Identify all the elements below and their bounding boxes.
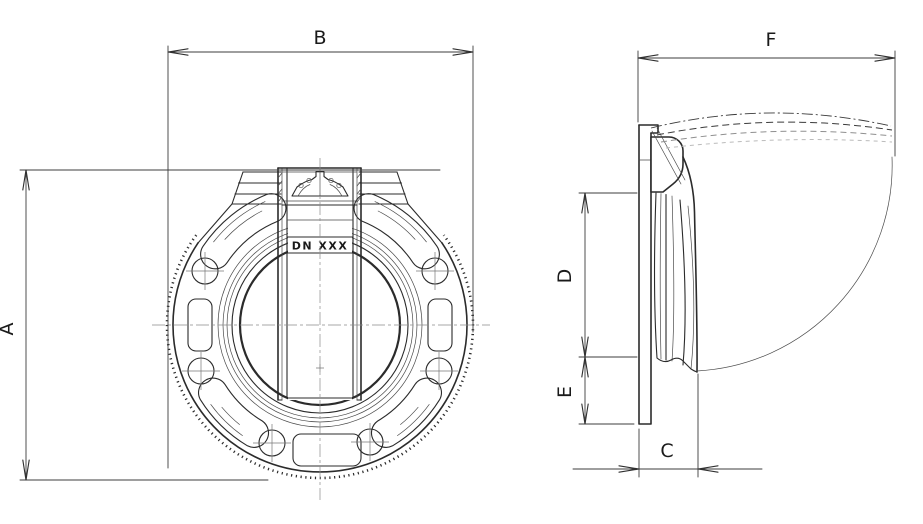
- arrowhead-right: [874, 54, 896, 62]
- pad-bottom: [292, 433, 362, 467]
- dimension-e: E: [554, 356, 635, 425]
- flap-open-position: [650, 112, 893, 149]
- arrowhead-up: [22, 169, 30, 191]
- flap-bottom-edge: [656, 357, 698, 373]
- dimension-f: F: [637, 29, 896, 157]
- crescent-pocket-top-right: [353, 193, 440, 270]
- bolt-holes: [182, 252, 458, 462]
- side-view: F D E C: [554, 29, 896, 478]
- arrowhead-up: [581, 356, 589, 378]
- bolt-hole: [351, 423, 389, 461]
- front-view: DN XXX A B: [0, 27, 490, 500]
- band-edge-hatch-left: [277, 172, 283, 203]
- arrowhead-left: [637, 54, 659, 62]
- dim-label-d: D: [554, 269, 576, 284]
- arrowhead-left: [697, 465, 719, 473]
- dimension-c: C: [572, 373, 763, 478]
- crescent-pocket-bottom-right: [371, 377, 442, 448]
- dn-marking-text: DN XXX: [292, 240, 349, 253]
- bolt-hole: [420, 352, 458, 390]
- dim-label-e: E: [554, 386, 576, 398]
- bolt-hole: [416, 252, 454, 290]
- top-shoulder-left: [197, 171, 282, 244]
- dimension-d: D: [554, 192, 638, 358]
- band-edge-hatch-right: [356, 172, 362, 203]
- top-shoulder-right: [358, 171, 443, 244]
- arrowhead-right: [618, 465, 640, 473]
- arrowhead-right: [452, 48, 474, 56]
- arrowhead-down: [581, 336, 589, 358]
- bolt-hole: [182, 352, 220, 390]
- arrowhead-down: [581, 403, 589, 425]
- hinge-boss: [650, 136, 684, 193]
- bolt-hole: [253, 424, 291, 462]
- flap-closed-profile: [654, 156, 698, 373]
- bolt-hole: [186, 252, 224, 290]
- dim-label-f: F: [766, 29, 777, 51]
- open-flap-centerline-arc: [650, 112, 892, 129]
- crescent-pocket-bottom-left: [198, 377, 269, 448]
- arrowhead-left: [167, 48, 189, 56]
- arrowhead-up: [581, 192, 589, 214]
- dim-label-c: C: [660, 440, 673, 462]
- dim-label-a: A: [0, 323, 18, 336]
- flange-plate: [638, 124, 659, 425]
- dimension-b: B: [167, 27, 474, 469]
- hinge-link-lines: [651, 127, 686, 185]
- dimension-a: A: [0, 169, 441, 481]
- dim-label-b: B: [313, 27, 326, 49]
- flap-swing-arc: [696, 156, 893, 372]
- arrowhead-down: [22, 459, 30, 481]
